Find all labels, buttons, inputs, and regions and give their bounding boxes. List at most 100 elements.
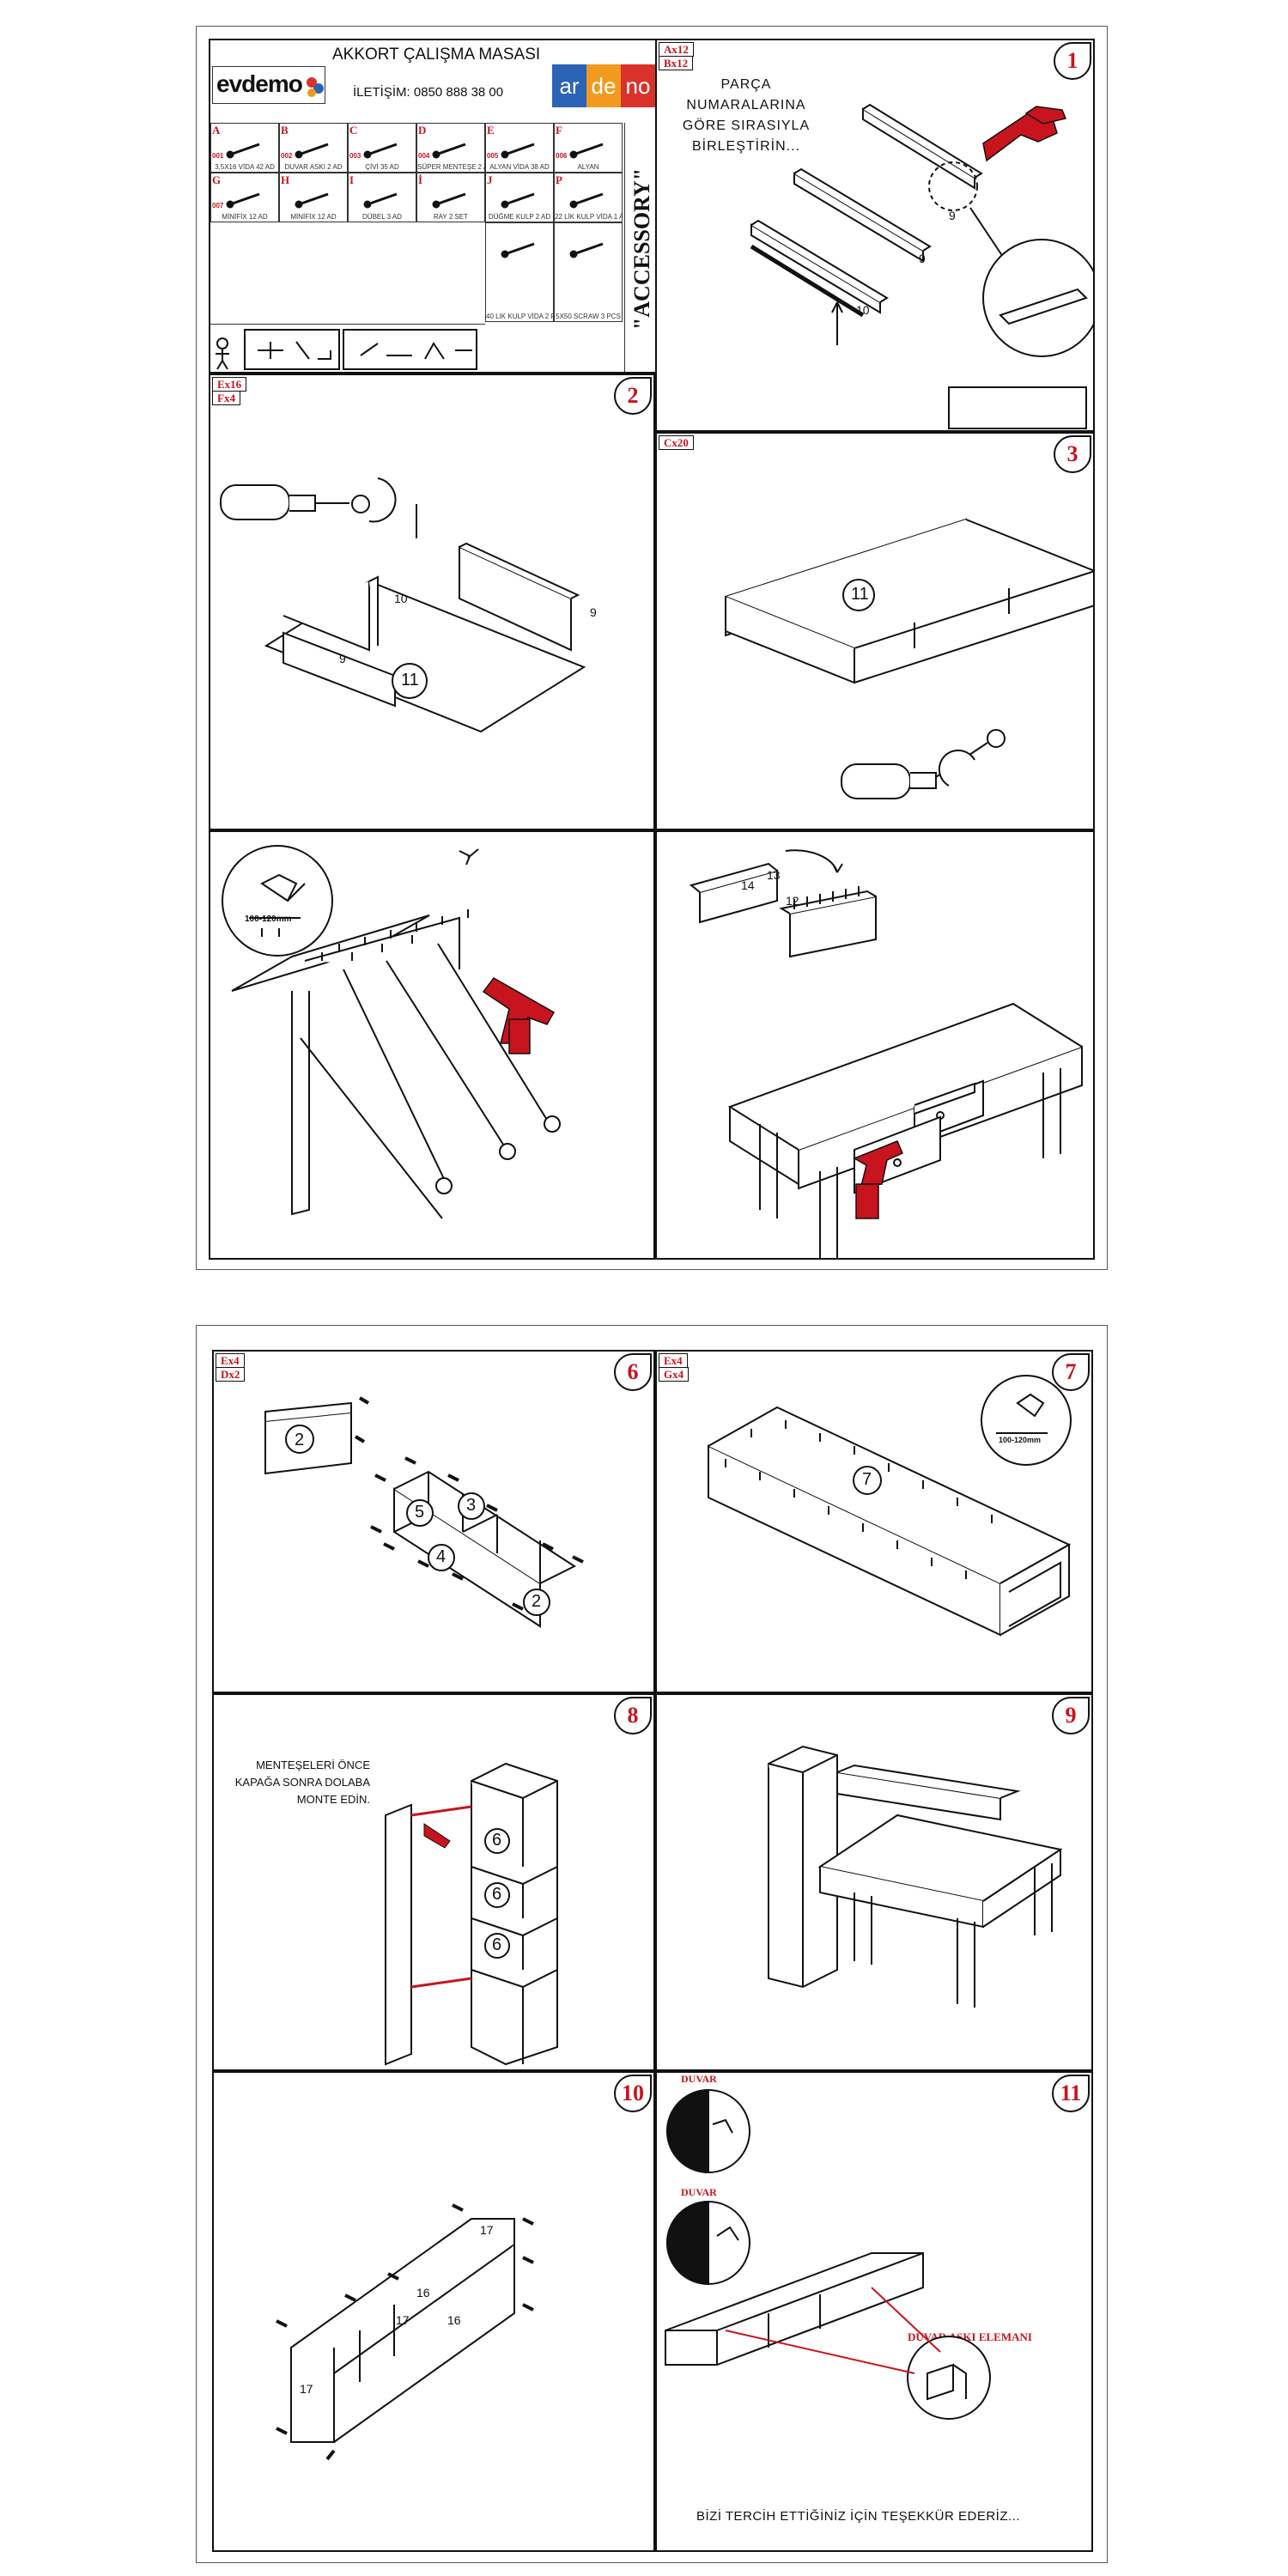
step-1-label-10: 10 — [856, 303, 870, 317]
step-7-number: 7 — [1052, 1353, 1090, 1391]
part-code: 003 — [349, 152, 361, 160]
part-label: MİNİFİX 12 AD — [290, 213, 337, 221]
step-1-panel: Ax12 Bx12 1 PARÇA NUMARALARINA GÖRE SIRA… — [655, 39, 1095, 432]
step-9-drawing — [768, 1745, 1063, 2008]
part-code: 007 — [212, 202, 224, 210]
step-10-label-16a: 16 — [416, 2286, 430, 2300]
tools-strip — [210, 324, 485, 372]
part-icon — [432, 143, 466, 159]
step-11-number: 11 — [1052, 2075, 1090, 2112]
part-letter: G — [212, 173, 222, 186]
step-10-panel: 10 17 16 17 16 17 — [212, 2071, 655, 2552]
step-9-panel: 9 — [655, 1693, 1093, 2071]
part-icon — [432, 192, 466, 209]
step-5-label-13: 13 — [767, 868, 781, 882]
part-cell: 40 LIK KULP VİDA 2 PCS — [485, 222, 554, 322]
part-code: 006 — [556, 152, 568, 160]
part-icon — [569, 143, 604, 159]
part-icon — [363, 192, 398, 209]
part-letter: A — [212, 124, 221, 137]
step-1-number: 1 — [1054, 42, 1091, 80]
step-3-drawing — [725, 518, 1093, 799]
part-cell: J DÜĞME KULP 2 AD — [485, 173, 554, 222]
accessory-text: "ACCESSORY" — [629, 167, 654, 331]
logo-part-no: no — [621, 64, 655, 107]
step-5-label-14: 14 — [741, 878, 755, 892]
wall-label-1: DUVAR — [681, 2073, 717, 2085]
part-icon — [295, 143, 329, 159]
step-8-number: 8 — [614, 1697, 652, 1735]
step-6-drawing — [264, 1396, 584, 1628]
step-2-label-11: 11 — [401, 671, 419, 690]
step-4-drawing — [222, 845, 561, 1219]
step-2-drawing — [220, 477, 586, 733]
part-icon — [226, 192, 260, 209]
part-letter: İ — [418, 173, 423, 186]
step-4-spacing: 100-120mm — [245, 914, 292, 924]
step-3-tag-a: Cx20 — [659, 435, 694, 450]
part-label: DÜĞME KULP 2 AD — [488, 213, 551, 221]
step-6-tag-a: Ex4 — [216, 1353, 245, 1368]
step-7-tag-b: Gx4 — [659, 1367, 690, 1382]
step-8-note: MENTEŞELERİ ÖNCE KAPAĞA SONRA DOLABA MON… — [234, 1759, 370, 1806]
step-2-number: 2 — [614, 377, 652, 415]
part-letter: J — [487, 173, 493, 186]
step-7-spacing: 100-120mm — [999, 1436, 1042, 1444]
step-6-panel: Ex4 Dx2 6 2 5 3 4 2 — [212, 1350, 655, 1693]
part-label: DUVAR ASKI 2 AD — [284, 163, 343, 171]
part-label: SÜPER MENTEŞE 2 AD — [417, 163, 484, 171]
part-label: ALYAN VİDA 38 AD — [489, 163, 550, 171]
header-panel: evdemo AKKORT ÇALIŞMA MASASI İLETİŞİM: 0… — [209, 39, 655, 374]
brand-logo: evdemo — [212, 66, 325, 104]
part-label: 3,5X16 VİDA 42 AD — [215, 163, 275, 171]
part-label: ÇİVİ 35 AD — [365, 163, 399, 171]
step-3-label-11: 11 — [851, 585, 869, 604]
step-8-panel: 8 MENTEŞELERİ ÖNCE KAPAĞA SONRA DOLABA M… — [212, 1693, 655, 2071]
step-8-label-6c: 6 — [492, 1935, 502, 1954]
brand-mark-icon — [307, 77, 324, 97]
part-letter: D — [418, 124, 427, 137]
step-9-number: 9 — [1052, 1697, 1090, 1735]
part-letter: H — [281, 173, 290, 186]
step-2-label-9b: 9 — [339, 652, 346, 665]
part-icon — [569, 242, 604, 258]
ardeno-logo: ar de no — [552, 64, 655, 107]
part-letter: E — [487, 124, 495, 137]
step-3-number: 3 — [1054, 435, 1091, 473]
product-title: AKKORT ÇALIŞMA MASASI — [332, 46, 541, 64]
logo-part-de: de — [586, 64, 621, 107]
part-letter: C — [349, 124, 358, 137]
step-7-label-7: 7 — [862, 1470, 872, 1489]
instruction-page-2: Ex4 Dx2 6 2 5 3 4 2 Ex4 Gx — [196, 1325, 1108, 2563]
part-code: 005 — [487, 152, 499, 160]
step-10-label-17c: 17 — [300, 2382, 313, 2396]
step-10-drawing — [276, 2203, 534, 2461]
step-10-number: 10 — [614, 2075, 652, 2112]
brand-name: evdemo — [216, 70, 303, 97]
part-icon — [501, 143, 535, 159]
part-letter: B — [281, 124, 289, 137]
thanks-message: BİZİ TERCİH ETTİĞİNİZ İÇİN TEŞEKKÜR EDER… — [696, 2509, 1020, 2524]
step-7-drawing — [708, 1375, 1072, 1637]
instruction-page-1: evdemo AKKORT ÇALIŞMA MASASI İLETİŞİM: 0… — [196, 26, 1108, 1270]
step-7-panel: Ex4 Gx4 7 7 100-120mm — [655, 1350, 1093, 1693]
step-1-tag-b: Bx12 — [659, 56, 694, 70]
part-icon — [501, 192, 535, 209]
part-label: DÜBEL 3 AD — [362, 213, 402, 221]
part-cell: A 001 3,5X16 VİDA 42 AD — [210, 123, 279, 173]
step-2-label-10: 10 — [394, 592, 408, 605]
step-6-tag-b: Dx2 — [216, 1367, 246, 1382]
part-code: 001 — [212, 152, 224, 160]
step-1-drawing — [750, 103, 1093, 429]
part-icon — [501, 242, 535, 258]
accessory-label: "ACCESSORY" — [624, 123, 655, 372]
step-1-label-9a: 9 — [949, 209, 956, 222]
step-8-label-6b: 6 — [492, 1885, 502, 1904]
